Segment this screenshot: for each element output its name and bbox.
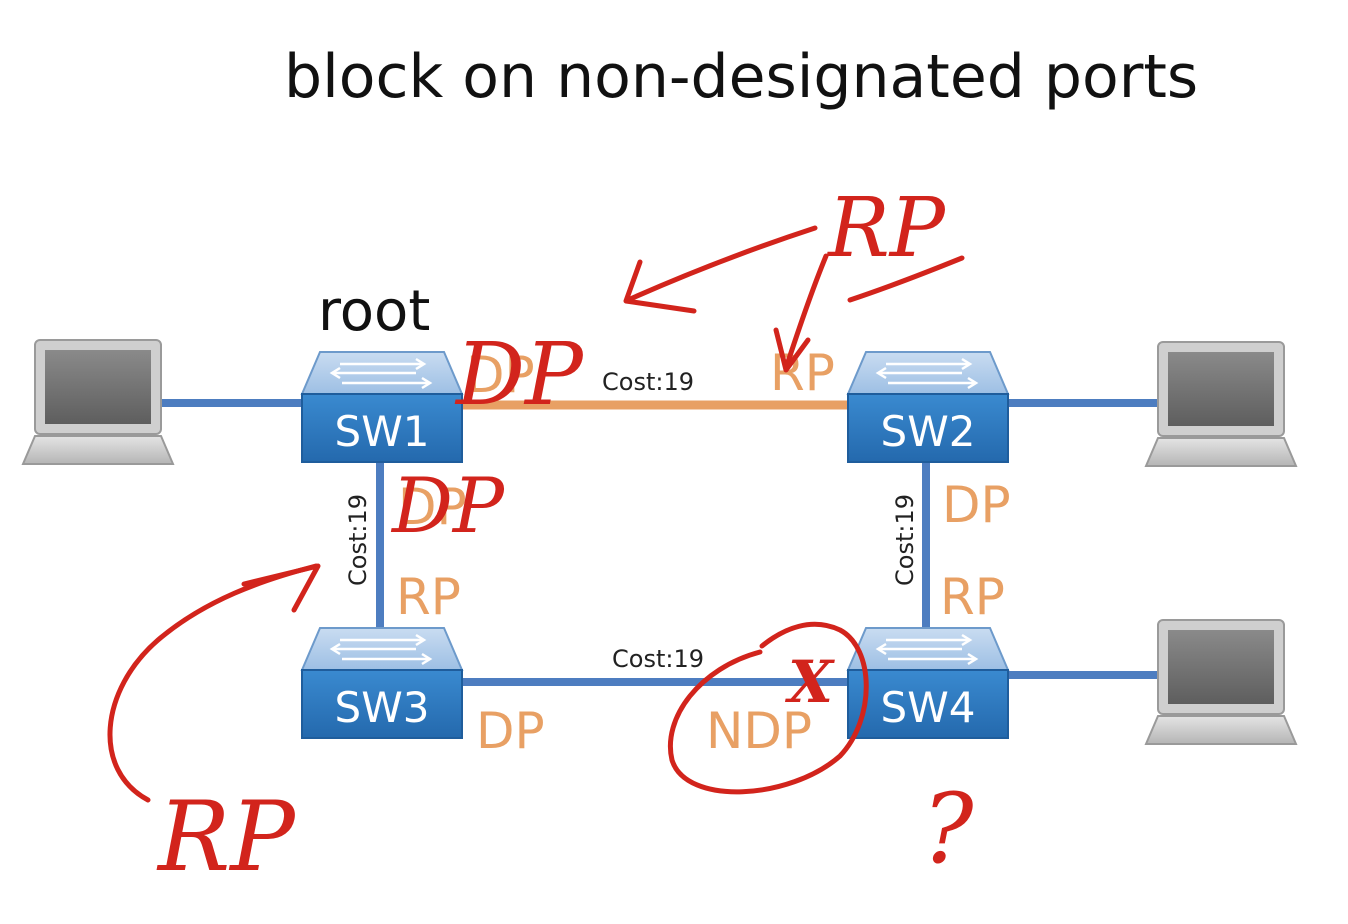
- switch-sw3: SW3: [300, 627, 464, 739]
- switch-sw1: SW1: [300, 351, 464, 463]
- cost-label-sw3-sw4: Cost:19: [612, 645, 704, 673]
- ink-label-rp-top: RP: [826, 181, 947, 276]
- cost-label-sw1-sw2: Cost:19: [602, 368, 694, 396]
- port-label-sw1-bottom: DP: [398, 478, 467, 536]
- switch-arrows-icon: [875, 633, 979, 666]
- switch-sw4: SW4: [846, 627, 1010, 739]
- links: [160, 399, 1160, 686]
- root-label: root: [318, 279, 430, 344]
- blocked-x-icon: X: [784, 648, 835, 716]
- laptop-icon: [21, 339, 175, 465]
- ink-label-rp-bottom-left: RP: [156, 781, 296, 893]
- arrow-head-icon: [241, 563, 321, 613]
- switch-label: SW3: [335, 683, 430, 732]
- ink-question-mark: ?: [922, 773, 974, 885]
- port-label-sw2-bottom: DP: [942, 476, 1011, 534]
- ink-underline: [847, 255, 965, 303]
- ink-circle: [668, 621, 869, 795]
- port-label-sw4-top: RP: [940, 568, 1005, 626]
- switch-label: SW4: [881, 683, 976, 732]
- laptop-icon: [1144, 341, 1298, 467]
- port-label-sw3-top: RP: [396, 568, 461, 626]
- switch-arrows-icon: [329, 633, 433, 666]
- ink-label-dp-sw1-bottom: DP: [390, 461, 506, 550]
- handwritten-annotations: RP DP DP RP X ?: [107, 181, 974, 893]
- cost-label-sw1-sw3: Cost:19: [344, 494, 372, 586]
- ink-arrow-line: [625, 225, 818, 303]
- ink-arrow-line: [107, 563, 319, 803]
- port-label-sw1-right: DP: [466, 346, 535, 404]
- switch-sw2: SW2: [846, 351, 1010, 463]
- port-label-sw3-right: DP: [476, 702, 545, 760]
- switch-arrows-icon: [329, 357, 433, 390]
- switch-label: SW1: [335, 407, 430, 456]
- arrow-head-icon: [623, 259, 697, 314]
- page-title: block on non-designated ports: [284, 42, 1198, 112]
- arrow-head-icon: [773, 327, 811, 373]
- switch-label: SW2: [881, 407, 976, 456]
- port-label-sw4-left: NDP: [706, 702, 812, 760]
- cost-label-sw2-sw4: Cost:19: [891, 494, 919, 586]
- laptop-icon: [1144, 619, 1298, 745]
- switch-arrows-icon: [875, 357, 979, 390]
- ink-arrow-line: [783, 253, 829, 371]
- ink-label-dp-sw1: DP: [454, 325, 585, 425]
